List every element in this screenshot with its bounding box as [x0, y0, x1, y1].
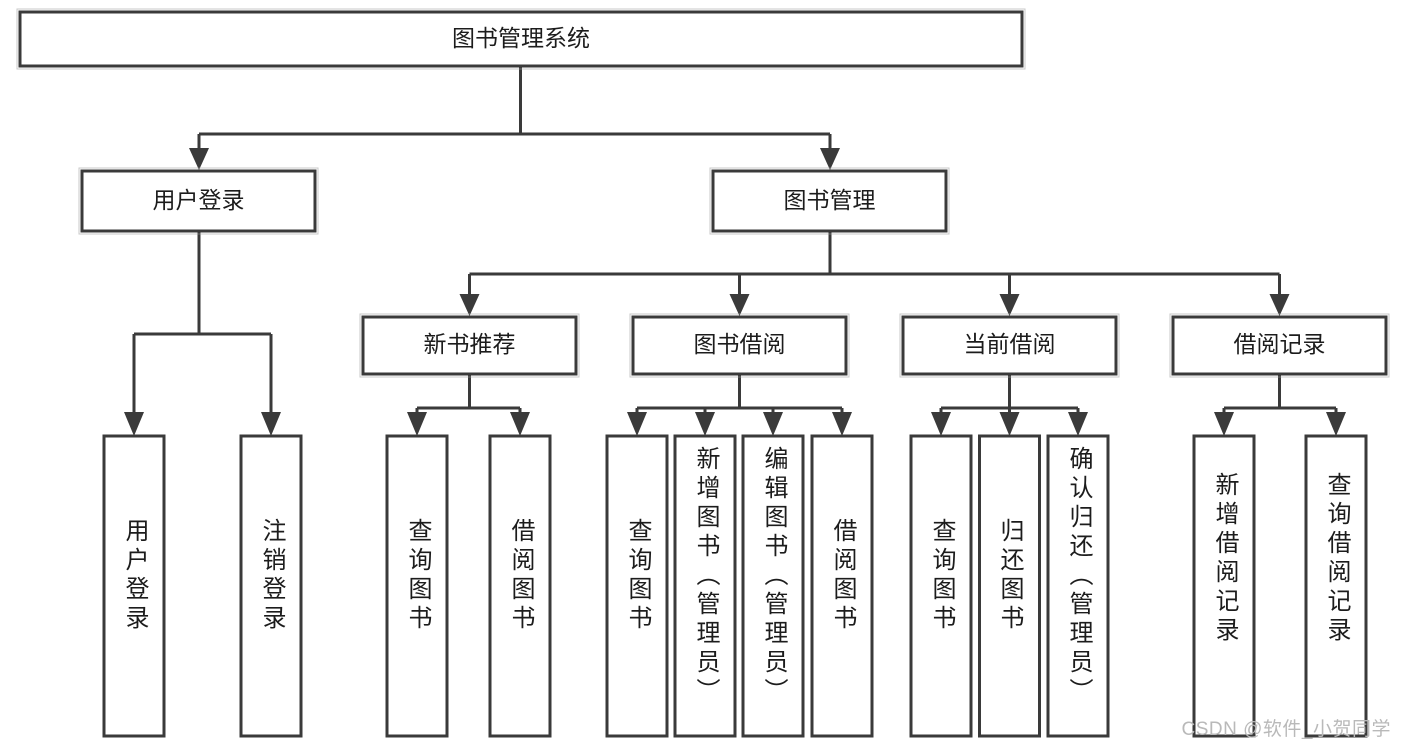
arrowhead-book-mgmt: [820, 148, 840, 170]
connector-group: [124, 67, 1346, 436]
leaf-rect-user-login-2[interactable]: [239, 434, 303, 738]
leaf-rect-newbook-1[interactable]: [385, 434, 449, 738]
node-book-borrow-shadow: [629, 313, 850, 378]
leaf-rect-currentborrow-1[interactable]: [909, 434, 973, 738]
leaf-rect-bookborrow-2[interactable]: [673, 434, 737, 738]
arrowhead-book-borrow: [729, 294, 750, 316]
node-user-login-label: 用户登录: [153, 187, 245, 213]
node-root-label: 图书管理系统: [452, 25, 590, 51]
node-new-book-recommend-shadow: [359, 313, 580, 378]
node-book-management-label: 图书管理: [784, 187, 876, 213]
node-borrow-record-label: 借阅记录: [1234, 331, 1326, 357]
leaf-rect-bookborrow-3[interactable]: [741, 434, 805, 738]
arrowhead-new-book-recommend: [459, 294, 480, 316]
arrowhead-leaf-newbook-1: [407, 412, 427, 436]
node-book-management[interactable]: 图书管理: [709, 167, 950, 235]
arrowhead-leaf-bookborrow-2: [695, 412, 715, 436]
node-user-login[interactable]: 用户登录: [78, 167, 319, 235]
leaf-rect-currentborrow-3[interactable]: [1046, 434, 1110, 738]
node-new-book-recommend[interactable]: 新书推荐: [359, 313, 580, 378]
node-root-shadow: [16, 8, 1026, 70]
arrowhead-leaf-borrowrecord-1: [1214, 412, 1234, 436]
node-user-login-rect[interactable]: [80, 169, 317, 233]
arrowhead-leaf-bookborrow-3: [763, 412, 783, 436]
node-root[interactable]: 图书管理系统: [16, 8, 1026, 70]
node-current-borrow-label: 当前借阅: [964, 331, 1056, 357]
leaf-rect-user-login-1[interactable]: [102, 434, 166, 738]
arrowhead-leaf-bookborrow-1: [627, 412, 647, 436]
arrowhead-current-borrow: [999, 294, 1020, 316]
arrowhead-leaf-newbook-2: [510, 412, 530, 436]
arrowhead-leaf-user-login-1: [124, 412, 144, 436]
arrowhead-leaf-currentborrow-1: [931, 412, 951, 436]
node-user-login-shadow: [78, 167, 319, 235]
node-borrow-record[interactable]: 借阅记录: [1169, 313, 1390, 378]
node-current-borrow[interactable]: 当前借阅: [899, 313, 1120, 378]
leaf-rect-borrowrecord-1[interactable]: [1192, 434, 1256, 738]
node-book-management-rect[interactable]: [711, 169, 948, 233]
node-book-borrow-label: 图书借阅: [694, 331, 786, 357]
node-new-book-recommend-rect[interactable]: [361, 315, 578, 376]
leaf-rect-bookborrow-4[interactable]: [810, 434, 874, 738]
arrowhead-leaf-currentborrow-2: [999, 412, 1020, 436]
leaf-rect-borrowrecord-2[interactable]: [1304, 434, 1368, 738]
node-borrow-record-shadow: [1169, 313, 1390, 378]
leaf-rect-bookborrow-1[interactable]: [605, 434, 669, 738]
node-new-book-recommend-label: 新书推荐: [424, 331, 516, 357]
arrowhead-borrow-record: [1269, 294, 1290, 316]
arrowhead-leaf-bookborrow-4: [832, 412, 852, 436]
node-root-rect[interactable]: [18, 10, 1024, 68]
node-current-borrow-rect[interactable]: [901, 315, 1118, 376]
leaf-boxes-group: [102, 434, 1368, 738]
leaf-rect-newbook-2[interactable]: [488, 434, 552, 738]
node-book-management-shadow: [709, 167, 950, 235]
arrowhead-leaf-borrowrecord-2: [1326, 412, 1346, 436]
node-current-borrow-shadow: [899, 313, 1120, 378]
arrowhead-user-login: [189, 148, 209, 170]
arrowhead-leaf-currentborrow-3: [1068, 412, 1088, 436]
arrowhead-leaf-user-login-2: [261, 412, 281, 436]
node-book-borrow-rect[interactable]: [631, 315, 848, 376]
leaf-rect-currentborrow-2[interactable]: [978, 434, 1041, 738]
node-borrow-record-rect[interactable]: [1171, 315, 1388, 376]
node-book-borrow[interactable]: 图书借阅: [629, 313, 850, 378]
